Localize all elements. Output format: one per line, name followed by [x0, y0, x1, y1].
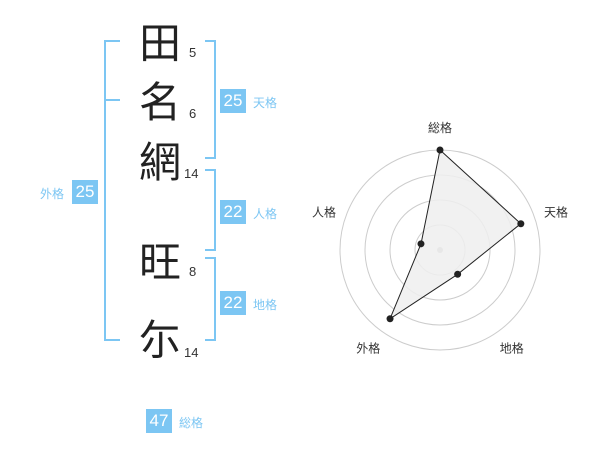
stroke-count-2: 6	[189, 106, 197, 121]
stroke-count-3: 14	[184, 166, 199, 181]
tenkaku-badge: 25	[220, 89, 246, 113]
radar-area	[388, 149, 522, 321]
jinkaku-bracket	[205, 169, 216, 251]
radar-axis-label-4: 外格	[356, 341, 380, 356]
stroke-count-4: 8	[189, 264, 197, 279]
radar-axis-label-3: 地格	[500, 341, 524, 356]
name-char-1: 田	[138, 19, 181, 68]
jinkaku-badge: 22	[220, 200, 246, 224]
name-char-4: 旺	[138, 238, 181, 287]
radar-axis-label-2: 天格	[544, 204, 568, 219]
radar-points	[386, 146, 525, 323]
name-char-3: 網	[138, 138, 181, 187]
radar-point-2	[517, 220, 525, 228]
gaikaku-badge: 25	[72, 180, 98, 204]
gaikaku-label: 外格	[40, 187, 65, 201]
tenkaku-bracket	[205, 40, 216, 159]
soukaku-badge: 47	[146, 409, 172, 433]
chikaku-badge: 22	[220, 291, 246, 315]
gaikaku-bracket	[104, 40, 120, 341]
radar-point-1	[436, 146, 444, 154]
soukaku-label: 総格	[179, 416, 204, 430]
jinkaku-label: 人格	[253, 207, 278, 221]
chikaku-label: 地格	[253, 298, 278, 312]
radar-axis-label-5: 人格	[312, 204, 336, 219]
stroke-count-1: 5	[189, 45, 197, 60]
stroke-count-5: 14	[184, 345, 199, 360]
tenkaku-label: 天格	[253, 96, 278, 110]
radar-point-5	[417, 240, 425, 248]
radar-point-4	[386, 315, 394, 323]
chikaku-bracket	[205, 257, 216, 341]
name-char-2: 名	[138, 78, 181, 127]
name-char-5: 尓	[138, 316, 181, 365]
radar-axis-label-1: 総格	[428, 120, 452, 135]
radar-point-3	[454, 270, 462, 278]
